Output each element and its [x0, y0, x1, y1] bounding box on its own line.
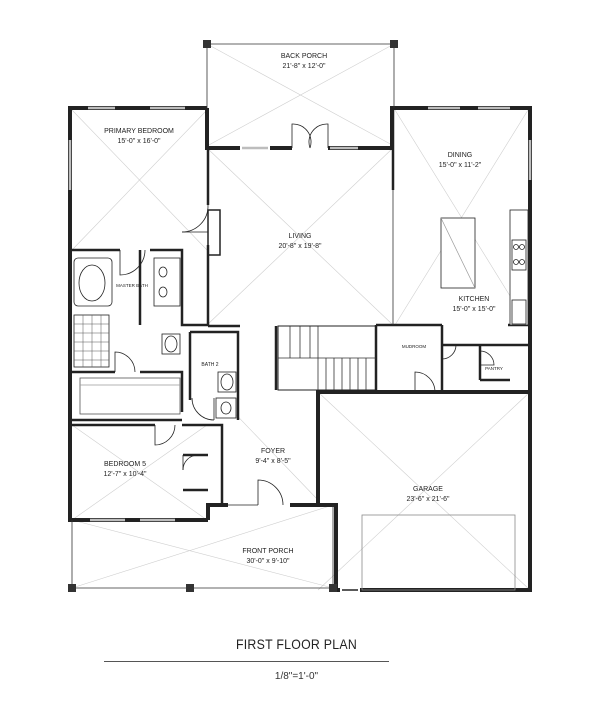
room-diagonals	[71, 43, 531, 591]
kitchen-fixtures	[392, 190, 529, 393]
garage-size: 23'-6" x 21'-6"	[406, 496, 450, 503]
back-porch-size: 21'-8" x 12'-0"	[282, 63, 326, 70]
back-porch-name: BACK PORCH	[281, 53, 327, 60]
windows	[68, 106, 532, 522]
garage-fixtures	[342, 514, 516, 591]
dining-size: 15'-0" x 11'-2"	[439, 162, 482, 169]
bedroom-5-size: 12'-7" x 10'-4"	[103, 471, 147, 478]
room-labels: BACK PORCH 21'-8" x 12'-0" PRIMARY BEDRO…	[103, 53, 502, 565]
bedroom-5-name: BEDROOM 5	[104, 461, 146, 468]
kitchen-size: 15'-0" x 15'-0"	[452, 306, 496, 313]
primary-bedroom-name: PRIMARY BEDROOM	[104, 128, 174, 135]
plan-title: FIRST FLOOR PLAN	[235, 636, 358, 652]
title-underline	[104, 661, 389, 662]
bath-2-fixtures	[191, 371, 237, 421]
pantry-name: PANTRY	[485, 366, 503, 371]
foyer-fixtures	[228, 479, 284, 506]
mudroom-name: MUDROOM	[402, 344, 426, 349]
bath-2-name: BATH 2	[201, 362, 218, 368]
garage-name: GARAGE	[413, 486, 443, 493]
living-name: LIVING	[289, 233, 312, 240]
foyer-size: 9'-4" x 8'-5"	[255, 458, 291, 465]
front-porch-size: 30'-0" x 9'-10"	[246, 558, 290, 565]
stairs	[277, 325, 377, 391]
foyer-name: FOYER	[261, 448, 285, 455]
scale-note: 1/8"=1'-0"	[274, 671, 319, 682]
bedroom-5-fixtures	[154, 424, 199, 471]
kitchen-name: KITCHEN	[459, 296, 490, 303]
back-porch	[203, 40, 398, 149]
primary-bath-fixtures	[73, 204, 209, 415]
master-bath-name: MASTER BATH	[116, 283, 148, 288]
primary-bedroom-size: 15'-0" x 16'-0"	[117, 138, 161, 145]
dining-name: DINING	[448, 152, 473, 159]
living-size: 20'-8" x 19'-8"	[278, 243, 322, 250]
front-porch-name: FRONT PORCH	[242, 548, 293, 555]
front-porch	[68, 505, 337, 592]
